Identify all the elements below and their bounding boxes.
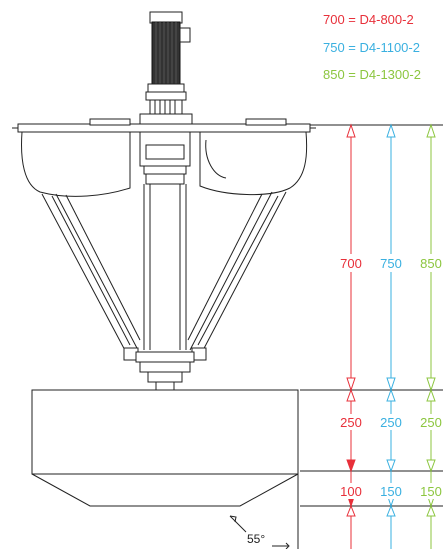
end-effector xyxy=(135,351,195,391)
legend-item-d4-1100: 750 = D4-1100-2 xyxy=(323,40,420,55)
label-bg-green-middle xyxy=(418,414,443,430)
delta-robot xyxy=(12,11,316,549)
label-bg-red-lower xyxy=(338,483,364,499)
motor xyxy=(145,11,191,115)
dimension-green-lower: 150 xyxy=(420,484,442,499)
dimension-green xyxy=(426,123,436,549)
dimension-blue-upper: 750 xyxy=(380,256,402,271)
reference-lines xyxy=(300,124,443,507)
label-bg-blue-lower xyxy=(378,483,404,499)
label-bg-red-middle xyxy=(338,414,364,430)
dimension-blue xyxy=(386,123,396,549)
right-arm xyxy=(187,191,287,361)
label-bg-green-lower xyxy=(418,483,443,499)
dimension-blue-lower: 150 xyxy=(380,484,402,499)
left-arm xyxy=(41,193,141,361)
dimension-green-middle: 250 xyxy=(420,415,442,430)
central-column xyxy=(139,131,191,350)
legend: 700 = D4-800-2 750 = D4-1100-2 850 = D4-… xyxy=(323,12,421,82)
dimension-red-upper: 700 xyxy=(340,256,362,271)
dimension-red-lower: 100 xyxy=(340,484,362,499)
dimension-red-middle: 250 xyxy=(340,415,362,430)
label-bg-blue-upper xyxy=(376,254,406,272)
label-bg-red-upper xyxy=(336,254,366,272)
housing-shell xyxy=(21,131,131,197)
work-envelope xyxy=(31,389,299,507)
legend-item-d4-1300: 850 = D4-1300-2 xyxy=(323,67,421,82)
angle-indicator xyxy=(229,474,299,549)
angle-label: 55° xyxy=(247,532,265,546)
label-bg-blue-middle xyxy=(378,414,404,430)
dimension-blue-middle: 250 xyxy=(380,415,402,430)
top-plate xyxy=(12,113,316,133)
legend-item-d4-800: 700 = D4-800-2 xyxy=(323,12,414,27)
dimension-green-upper: 850 xyxy=(420,256,442,271)
label-bg-green-upper xyxy=(415,254,443,272)
